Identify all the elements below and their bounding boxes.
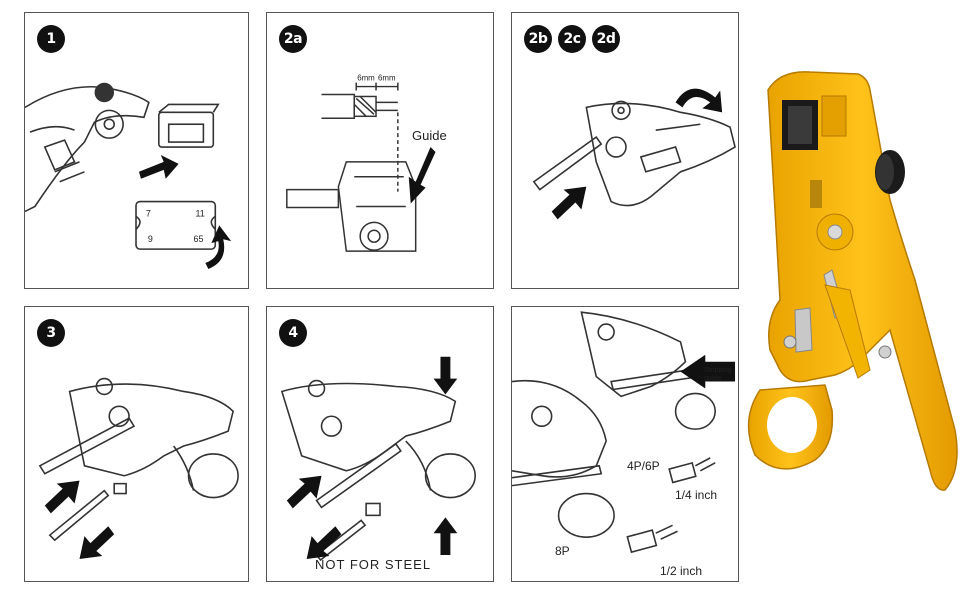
cable-strip-illustration (38, 377, 239, 559)
step-number-badge: 2a (279, 25, 307, 53)
step-badges: 1 (37, 25, 65, 53)
tool-and-die-illustration: 7 11 9 65 (25, 82, 232, 269)
tool-rotate-illustration (532, 88, 736, 220)
cable-cut-illustration (280, 356, 476, 562)
panel-step-2a: 2a 6mm 6mm Guide (266, 12, 494, 289)
label-4p6p: 4P/6P (627, 459, 660, 473)
step-number-badge: 2b (524, 25, 552, 53)
step-number-badge: 3 (37, 319, 65, 347)
panel-step-4: 4 NOT FOR STEEL (266, 306, 494, 582)
size-half-inch: 1/2 inch (660, 564, 703, 578)
step-number-badge: 1 (37, 25, 65, 53)
network-cable-illustration (512, 311, 736, 554)
step-number-badge: 2c (558, 25, 586, 53)
die-number-65: 65 (193, 234, 203, 244)
step-badges: 2b 2c 2d (524, 25, 620, 53)
label-8p: 8P (555, 544, 570, 558)
dimension-right: 6mm (378, 74, 396, 83)
panel-step-2b-2c-2d: 2b 2c 2d (511, 12, 739, 289)
step-number-badge: 2d (592, 25, 620, 53)
step-badges: 2a (279, 25, 307, 53)
stripping-guide-label: Stripping guide (704, 367, 732, 382)
die-number-7: 7 (146, 208, 151, 218)
panel-step-1: 1 7 11 9 65 (24, 12, 249, 289)
die-number-9: 9 (148, 234, 153, 244)
panel-step-5: Stripping guide 4P/6P 1/4 inch 8P 1/2 in… (511, 306, 739, 582)
panel-step-3: 3 (24, 306, 249, 582)
not-for-steel-warning: NOT FOR STEEL (315, 557, 432, 572)
step-badges: 4 (279, 319, 307, 347)
die-number-11: 11 (195, 208, 204, 218)
step-badges: 3 (37, 319, 65, 347)
dimension-left: 6mm (357, 74, 375, 83)
product-photo-cable-stripper (747, 71, 958, 491)
coax-guide-illustration: 6mm 6mm (286, 74, 436, 252)
size-quarter-inch: 1/4 inch (675, 488, 718, 502)
guide-label: Guide (412, 128, 447, 143)
step-number-badge: 4 (279, 319, 307, 347)
